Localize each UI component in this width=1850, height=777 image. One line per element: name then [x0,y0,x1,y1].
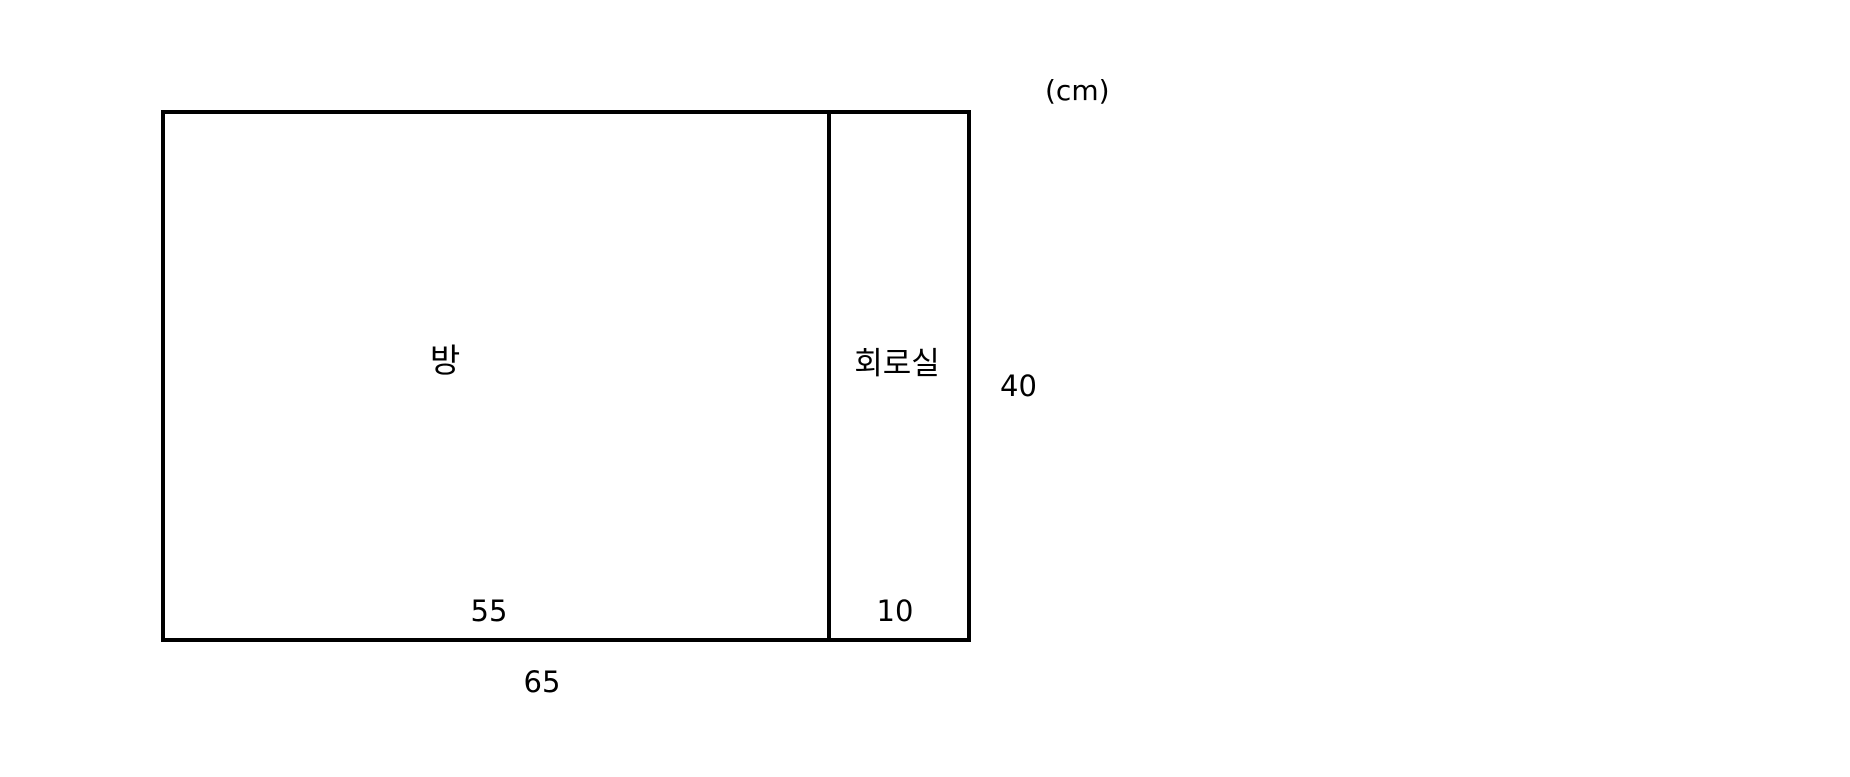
outer-rectangle [161,110,971,642]
circuit-room-label: 회로실 [854,346,940,382]
room-width-label: 55 [470,594,508,628]
total-width-label: 65 [523,665,561,699]
room-label: 방 [429,341,461,380]
circuit-width-label: 10 [876,594,914,628]
unit-label: (cm) [1045,74,1110,107]
height-label: 40 [1000,369,1037,403]
